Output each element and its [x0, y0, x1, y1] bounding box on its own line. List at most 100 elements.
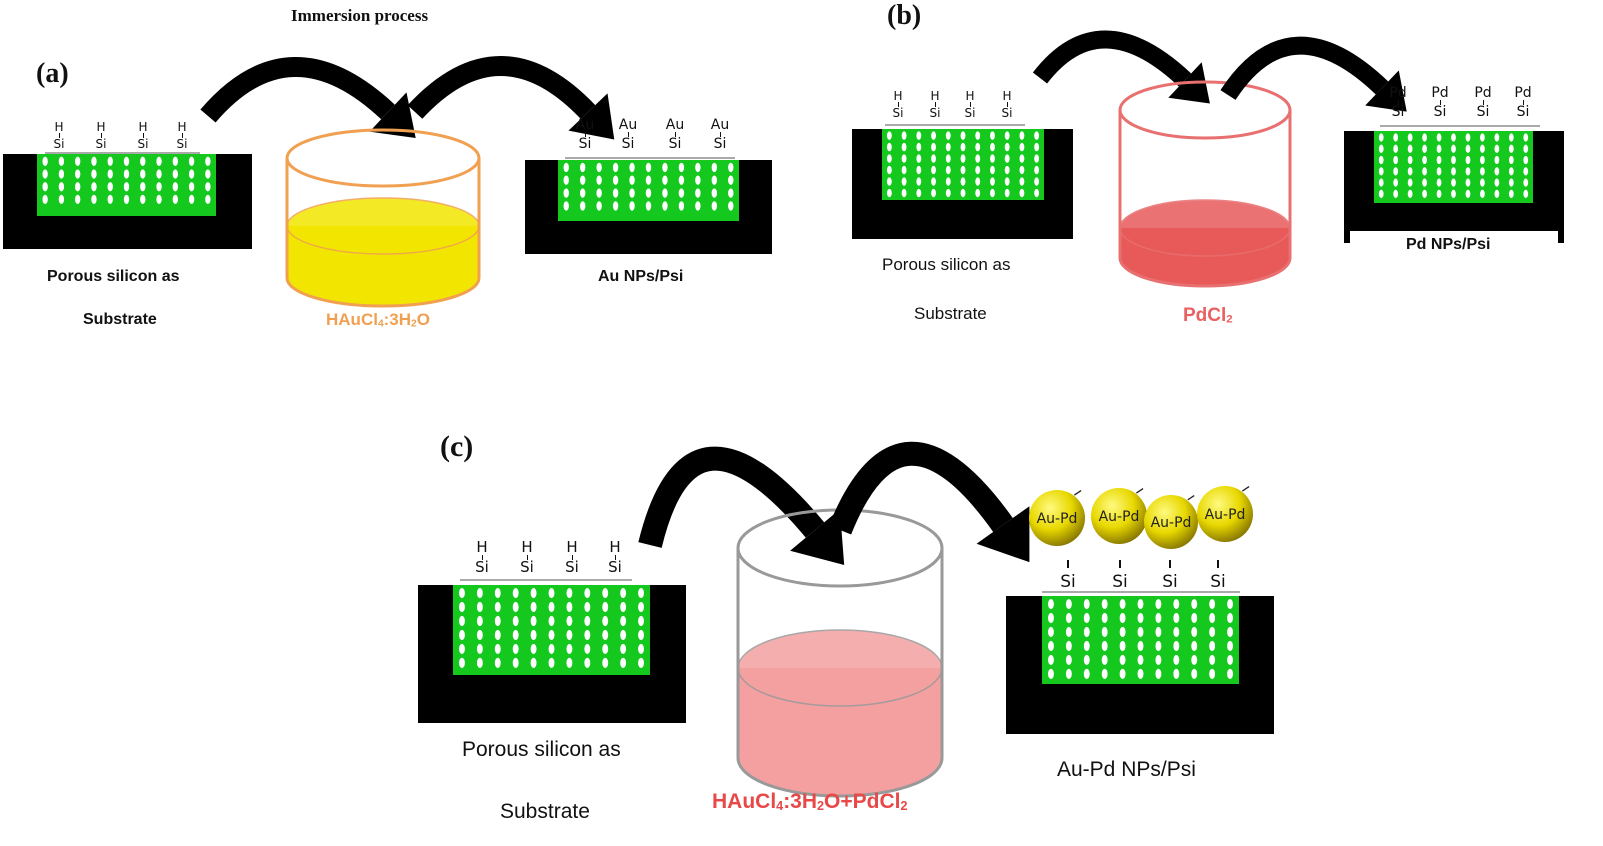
panel-c-start-substrate-pore: [458, 601, 465, 613]
panel-c-start-substrate-pore: [638, 657, 645, 669]
panel-c-end-substrate-pore: [1083, 598, 1090, 610]
panel-c-start-substrate-pore: [584, 615, 591, 627]
panel-a-substrate-label-line1: Porous silicon as: [47, 268, 180, 285]
panel-c-end-substrate-pore: [1227, 626, 1234, 638]
bond-line: [1522, 100, 1524, 105]
panel-c-start-substrate-pore: [620, 601, 627, 613]
panel-c-end-substrate-pore: [1083, 612, 1090, 624]
panel-b-start-substrate-pore: [916, 142, 922, 152]
panel-c-start-substrate-pore: [620, 643, 627, 655]
panel-c-start-substrate-pore: [566, 657, 573, 669]
nanoparticle-sphere: [1091, 488, 1147, 544]
silicon-atom-label: Si: [1001, 106, 1013, 120]
panel-c-start-substrate-pore: [602, 615, 609, 627]
panel-a-start-substrate-pore: [205, 182, 211, 192]
nanoparticle-charge-mark: [1187, 494, 1195, 501]
panel-a-end-substrate-pore: [579, 175, 586, 185]
panel-a-start-substrate-pore: [123, 182, 130, 192]
panel-c-start-substrate-pore: [602, 629, 609, 641]
panel-a-start-substrate-pore: [58, 194, 65, 205]
panel-b-end-substrate-pore: [1523, 144, 1529, 153]
bond-line: [571, 555, 573, 560]
panel-b-beaker: [1118, 80, 1292, 288]
panel-b-end-substrate-pore: [1422, 167, 1427, 176]
panel-c-end-substrate-pore: [1227, 598, 1234, 610]
panel-c-start-substrate-pore: [620, 615, 627, 627]
panel-c-start-substrate-pore: [512, 657, 519, 669]
panel-c-product-label: Au-Pd NPs/Psi: [1057, 758, 1196, 781]
panel-c-start-substrate-pore: [584, 657, 591, 669]
panel-a-end-substrate-pore: [695, 162, 701, 173]
panel-c-start-substrate-pore: [512, 615, 519, 627]
silicon-atom-label: Si: [713, 136, 727, 152]
panel-c-end-substrate-pore: [1119, 612, 1126, 624]
panel-b-end-substrate-pore: [1378, 167, 1384, 176]
panel-b-start-substrate-pore: [886, 188, 892, 198]
panel-b-start-substrate-pore: [901, 142, 907, 152]
panel-a-end-substrate-pore: [645, 175, 652, 185]
panel-b-end-substrate-pore: [1407, 189, 1413, 198]
panel-b-start-substrate-pore: [931, 154, 936, 163]
panel-b-start-substrate-pore: [916, 188, 922, 198]
panel-c-arrow-out-shaft: [828, 441, 1013, 535]
panel-b-end-substrate-pore: [1393, 155, 1399, 165]
panel-b-start-substrate-pore: [960, 165, 966, 175]
panel-c-start-substrate-pore: [584, 601, 591, 613]
panel-a-arrow-in: [200, 57, 416, 139]
panel-b-end-substrate-pore: [1523, 167, 1529, 176]
panel-a-start-substrate-pore: [156, 194, 162, 205]
panel-b-end-substrate-pore: [1523, 178, 1529, 187]
panel-c-end-substrate-pore: [1101, 668, 1108, 680]
panel-c-end-substrate-pore: [1047, 668, 1054, 680]
bond-line: [674, 132, 676, 137]
panel-a-end-substrate-pore: [678, 201, 685, 211]
panel-b-end-substrate-pore: [1436, 144, 1442, 153]
silicon-atom-label: Si: [520, 558, 534, 576]
silicon-atom-label: Si: [137, 137, 149, 151]
panel-a-end-substrate-pore: [711, 201, 718, 211]
panel-b-start-substrate-pore: [931, 188, 936, 198]
panel-b-arrow-in: [1032, 30, 1210, 104]
surface-atom-label: H: [138, 120, 148, 134]
panel-b-end-substrate-leg-right: [1558, 229, 1564, 243]
panel-a-end-substrate-pore: [563, 175, 569, 185]
panel-c-start-substrate-pore: [476, 657, 483, 669]
panel-c-start-substrate-pore: [530, 657, 537, 669]
panel-c-end-substrate-pore: [1101, 598, 1108, 610]
panel-c-end-substrate-pore: [1227, 612, 1234, 624]
panel-b-end-substrate-pore: [1422, 155, 1427, 165]
panel-b-start-substrate-pore: [960, 142, 966, 152]
panel-a-end-substrate-pore: [695, 188, 701, 198]
panel-a-reagent-label: HAuCl4:3H2O: [326, 310, 430, 330]
surface-atom-label: Pd: [1431, 85, 1449, 101]
surface-atom-label: H: [54, 120, 64, 134]
panel-b-end-substrate-pore: [1451, 144, 1456, 153]
surface-atom-label: H: [476, 538, 488, 556]
panel-b-start-substrate-pore: [1004, 188, 1010, 198]
panel-c-start-substrate-pore: [584, 587, 591, 599]
bond-line: [719, 132, 721, 137]
panel-a-end-substrate-pore: [629, 188, 635, 198]
surface-atom-label: Pd: [1474, 85, 1492, 101]
panel-b-end-substrate-pore: [1407, 155, 1413, 165]
panel-c-end-substrate-pore: [1047, 612, 1054, 624]
panel-c-arrow-out-head: [976, 506, 1030, 563]
panel-b-end-substrate-pore: [1480, 144, 1485, 153]
panel-b-start-substrate-pore: [916, 154, 922, 163]
silicon-atom-label: Si: [892, 106, 904, 120]
bond-line: [1439, 100, 1441, 105]
panel-a-start-substrate-pore: [156, 182, 162, 192]
panel-b-end-substrate-pore: [1494, 167, 1500, 176]
panel-a-start-substrate-pore: [172, 169, 179, 179]
panel-b-start-substrate-pore: [1004, 131, 1010, 140]
surface-atom-label: H: [893, 89, 903, 103]
panel-a-end-substrate-pore: [579, 162, 586, 173]
panel-c-start-substrate-pore: [620, 629, 627, 641]
panel-a-start-substrate-pore: [74, 182, 81, 192]
panel-a-start-substrate-pore: [58, 169, 65, 179]
panel-b-start-substrate-pore: [901, 131, 907, 140]
